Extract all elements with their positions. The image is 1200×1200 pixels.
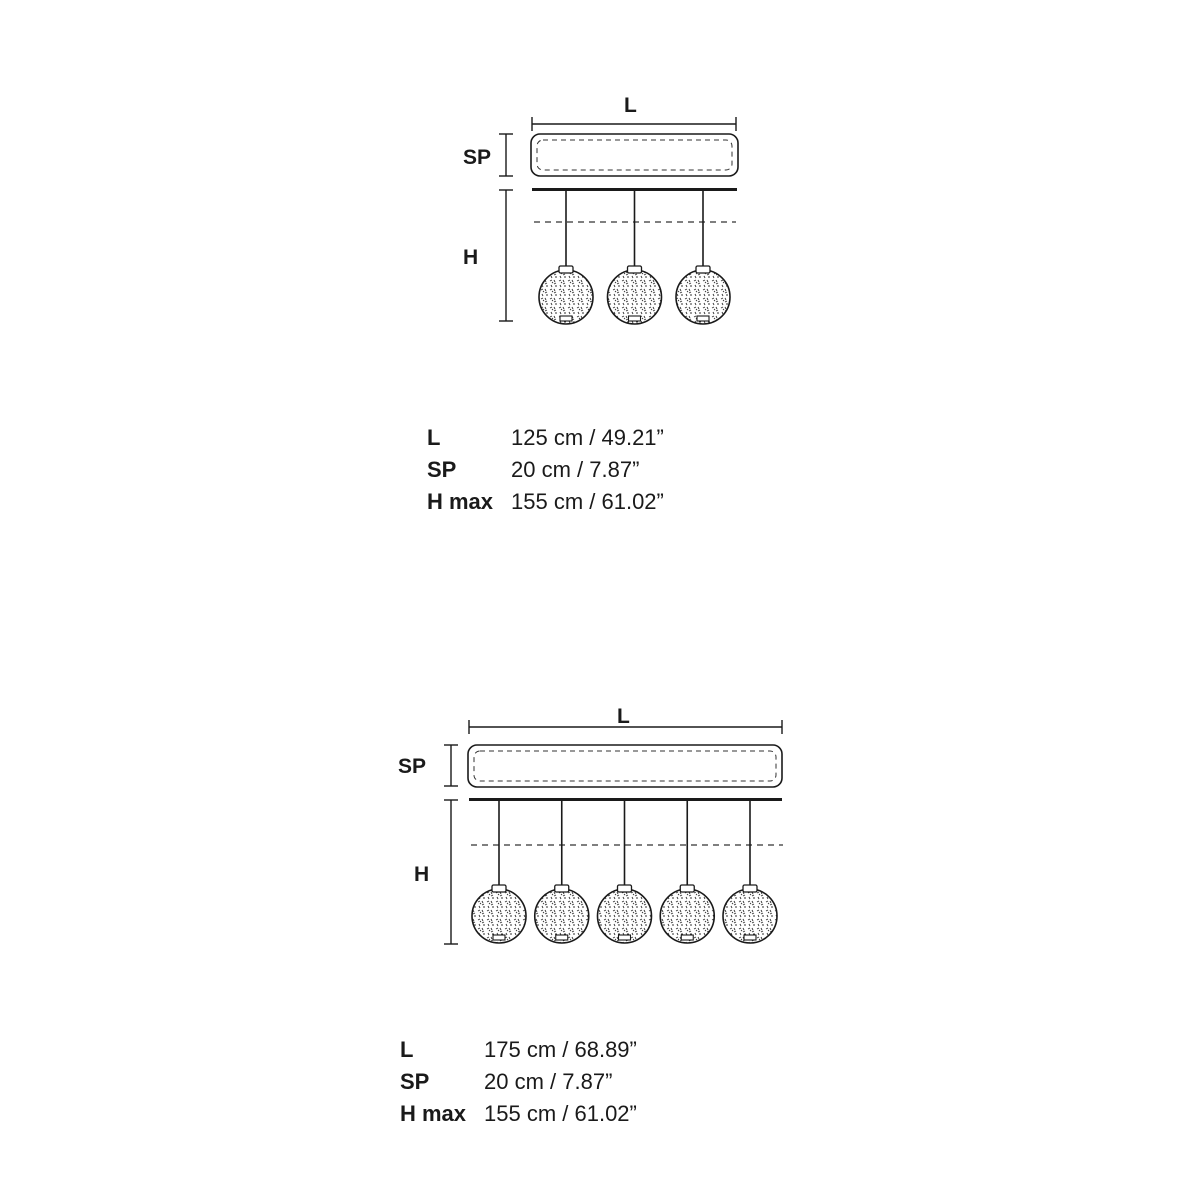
spec-value: 175 cm / 68.89” xyxy=(484,1037,637,1062)
pendant xyxy=(596,801,653,944)
spec-row-depth: SP 20 cm / 7.87” xyxy=(427,454,664,486)
pendant-top-cap xyxy=(558,265,574,274)
pendant-bottom-cap xyxy=(743,934,757,941)
spec-value: 155 cm / 61.02” xyxy=(484,1101,637,1126)
canopy-outline xyxy=(530,133,739,177)
spec-row-depth: SP 20 cm / 7.87” xyxy=(400,1066,637,1098)
pendant-bottom-cap xyxy=(696,315,710,322)
canopy-inner-dashed xyxy=(473,750,777,782)
spec-row-height: H max 155 cm / 61.02” xyxy=(400,1098,637,1130)
pendant xyxy=(675,191,731,325)
depth-dimension-line xyxy=(444,744,458,787)
canopy-outline xyxy=(467,744,783,788)
spec-value: 20 cm / 7.87” xyxy=(511,457,640,482)
spec-key: L xyxy=(400,1037,414,1062)
depth-label: SP xyxy=(398,755,426,778)
spec-row-length: L 125 cm / 49.21” xyxy=(427,422,664,454)
depth-label: SP xyxy=(463,146,491,169)
spec-row-length: L 175 cm / 68.89” xyxy=(400,1034,637,1066)
length-dimension-line xyxy=(531,117,737,131)
pendants-group xyxy=(538,191,731,325)
spec-row-height: H max 155 cm / 61.02” xyxy=(427,486,664,518)
spec-table-three-pendants: L 125 cm / 49.21” SP 20 cm / 7.87” H max… xyxy=(427,422,664,518)
height-label: H xyxy=(414,863,429,886)
spec-value: 20 cm / 7.87” xyxy=(484,1069,613,1094)
length-label: L xyxy=(624,94,637,117)
spec-key: SP xyxy=(427,457,457,482)
diagram-three-pendants: L SP H xyxy=(463,94,739,325)
length-dimension-line xyxy=(468,720,783,734)
pendant-bottom-cap xyxy=(555,934,569,941)
pendant-top-cap xyxy=(626,265,643,274)
height-label: H xyxy=(463,246,478,269)
pendant-top-cap xyxy=(679,884,695,893)
canopy-side xyxy=(532,188,737,191)
pendants-group xyxy=(471,801,778,944)
spec-table-five-pendants: L 175 cm / 68.89” SP 20 cm / 7.87” H max… xyxy=(400,1034,637,1130)
depth-dimension-line xyxy=(499,133,513,177)
pendant-top-cap xyxy=(616,884,633,893)
length-label: L xyxy=(617,705,630,728)
pendant-bottom-cap xyxy=(627,315,642,322)
pendant-bottom-cap xyxy=(492,934,506,941)
spec-value: 155 cm / 61.02” xyxy=(511,489,664,514)
diagram-five-pendants: L SP H xyxy=(398,705,783,945)
pendant-bottom-cap xyxy=(559,315,573,322)
pendant-top-cap xyxy=(491,884,507,893)
canopy-side xyxy=(469,798,782,801)
pendant xyxy=(538,191,594,325)
pendant-bottom-cap xyxy=(680,934,694,941)
pendant-top-cap xyxy=(554,884,570,893)
pendant xyxy=(533,801,590,944)
pendant-top-cap xyxy=(695,265,711,274)
spec-key: H max xyxy=(400,1101,467,1126)
spec-key: H max xyxy=(427,489,494,514)
height-dimension-line xyxy=(444,799,458,945)
pendant-top-cap xyxy=(742,884,758,893)
height-dimension-line xyxy=(499,189,513,322)
pendant-bottom-cap xyxy=(617,934,632,941)
canopy-inner-dashed xyxy=(536,139,733,171)
pendant xyxy=(659,801,716,944)
pendant xyxy=(471,801,527,944)
pendant xyxy=(606,191,663,325)
pendant xyxy=(722,801,778,944)
spec-value: 125 cm / 49.21” xyxy=(511,425,664,450)
spec-key: SP xyxy=(400,1069,430,1094)
spec-key: L xyxy=(427,425,441,450)
